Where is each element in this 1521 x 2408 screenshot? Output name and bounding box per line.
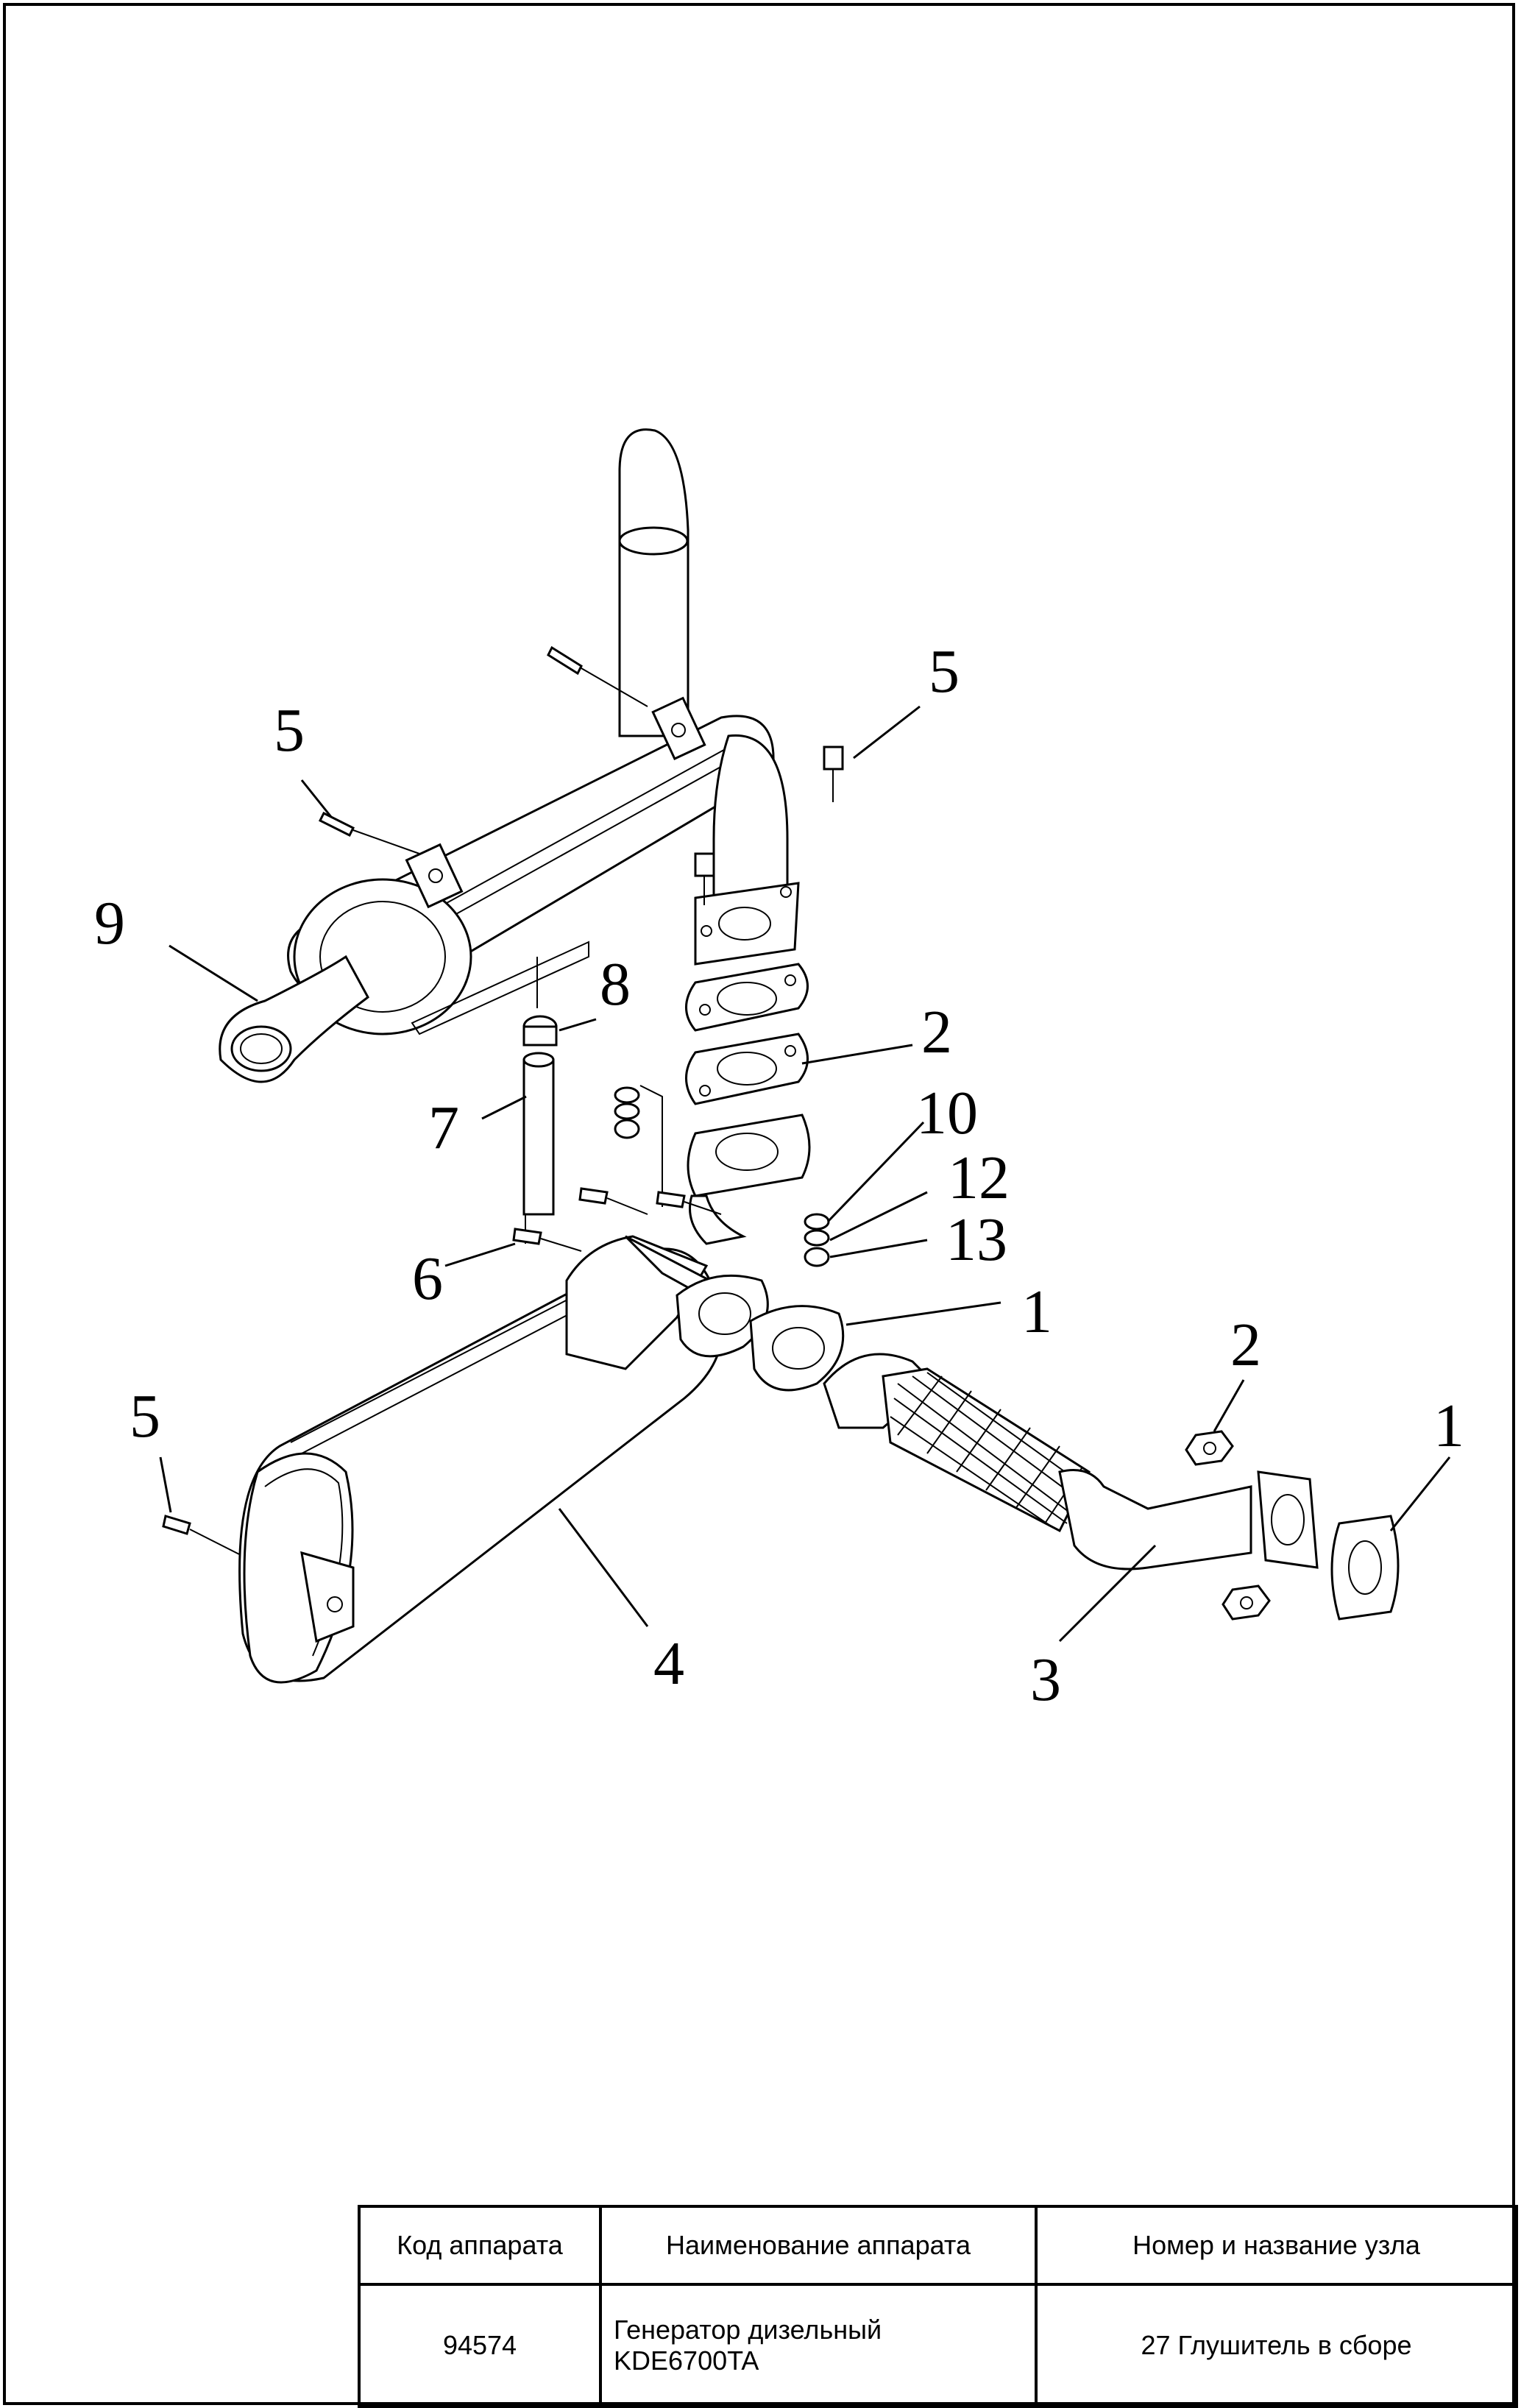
hardware-left xyxy=(614,1085,663,1207)
value-name-line2: KDE6700TA xyxy=(614,2345,759,2376)
callout-1-right: 1 xyxy=(1433,1392,1464,1460)
value-name-line1: Генератор дизельный xyxy=(614,2315,882,2345)
callout-numbers: 5 5 9 8 2 7 10 12 13 6 1 5 2 1 4 3 xyxy=(94,637,1464,1714)
flex-pipe xyxy=(823,1353,1400,1621)
callout-2-gasket: 2 xyxy=(921,998,952,1066)
callout-5-bottom-left: 5 xyxy=(130,1382,160,1451)
callout-7: 7 xyxy=(428,1094,459,1162)
callout-9: 9 xyxy=(94,889,125,957)
header-code: Код аппарата xyxy=(358,2205,602,2286)
callout-5-left: 5 xyxy=(274,696,305,765)
header-unit: Номер и название узла xyxy=(1035,2205,1518,2286)
value-unit: 27 Глушитель в сборе xyxy=(1035,2283,1518,2408)
title-block: Код аппарата Наименование аппарата Номер… xyxy=(358,2205,1518,2408)
callout-6: 6 xyxy=(412,1244,443,1313)
clamp-and-tube xyxy=(522,957,558,1244)
lower-muffler xyxy=(238,1235,730,1684)
callout-5-top-right: 5 xyxy=(929,637,960,706)
gasket-stack xyxy=(685,963,811,1245)
callout-4: 4 xyxy=(653,1629,684,1698)
callout-8: 8 xyxy=(600,950,631,1019)
exploded-view-drawing: 5 5 9 8 2 7 10 12 13 6 1 5 2 1 4 3 xyxy=(94,428,1464,1714)
callout-1-center: 1 xyxy=(1021,1278,1052,1346)
hardware-right xyxy=(804,1213,830,1267)
header-name: Наименование аппарата xyxy=(599,2205,1038,2286)
upper-muffler xyxy=(219,428,800,1083)
value-code: 94574 xyxy=(358,2283,602,2408)
callout-13: 13 xyxy=(946,1205,1007,1274)
callout-3: 3 xyxy=(1030,1646,1061,1714)
center-flanges xyxy=(676,1274,845,1392)
callout-10: 10 xyxy=(916,1079,978,1147)
bolts xyxy=(162,645,844,1590)
leader-lines xyxy=(159,705,1451,1643)
callout-12: 12 xyxy=(948,1144,1010,1212)
callout-2-right: 2 xyxy=(1230,1311,1261,1379)
